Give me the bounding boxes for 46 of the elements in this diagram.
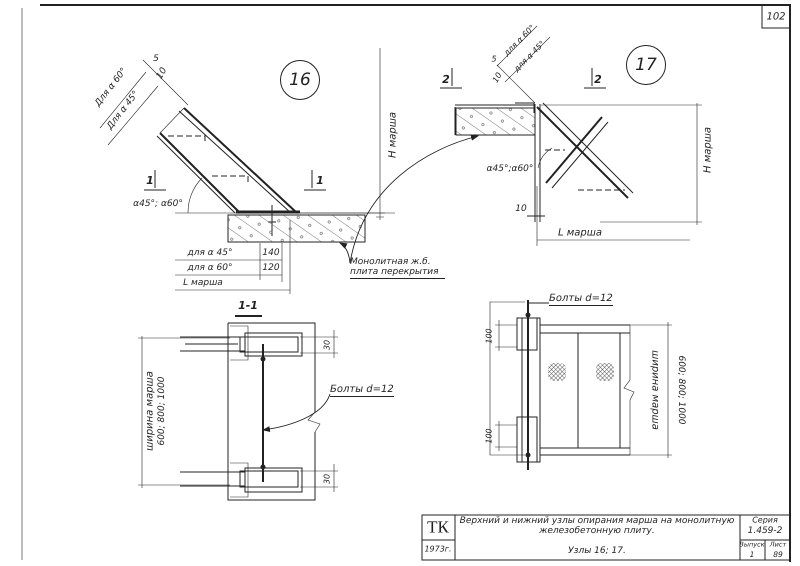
leader-line — [350, 135, 479, 264]
floor-slab — [228, 214, 366, 242]
dimension-label: для α 60° — [188, 264, 232, 274]
leader-line — [339, 242, 350, 264]
leader-line — [528, 302, 550, 304]
dimension-label: 10 — [156, 66, 170, 82]
dimension-label: 30 — [324, 474, 332, 484]
dimension-label: L марша — [558, 228, 602, 238]
dimension-label: 5 — [153, 55, 159, 65]
dimension-label: 100 — [486, 428, 494, 444]
section-mark: 1 — [146, 174, 154, 188]
dimension-label: ширина марша — [144, 371, 156, 451]
dimension-label: 600; 800; 1000 — [158, 376, 168, 446]
dimension-label: 30 — [324, 340, 332, 350]
callout-text: Монолитная ж.б. плита перекрытия — [350, 257, 445, 279]
dimension-label: H марша — [702, 127, 714, 173]
angle-label: α45°; α60° — [133, 200, 183, 210]
angle-label: α45°;α60° — [486, 165, 534, 175]
dimension-label: 10 — [515, 205, 527, 215]
detail-number-circle: 16 — [280, 60, 320, 100]
detail-number-circle: 17 — [626, 45, 666, 85]
dimension-label: ширина марша — [650, 350, 660, 430]
dimension-label: для α 45° — [188, 249, 232, 259]
section-mark: 2 — [442, 74, 450, 86]
dimension-label: 600; 800; 1000 — [675, 355, 685, 425]
view-title: 1-1 — [238, 300, 258, 312]
dimension-label: 120 — [262, 264, 280, 274]
page-number: 102 — [766, 12, 786, 22]
floor-slab — [456, 108, 536, 136]
section-mark: 1 — [316, 174, 324, 188]
dimension-label: 10 — [492, 71, 504, 85]
dimension-label: 100 — [486, 328, 494, 344]
dimension-label: 140 — [262, 249, 280, 259]
callout-text: Болты d=12 — [549, 293, 613, 306]
stamp-code: ТК — [427, 518, 449, 538]
dimension-label: H марша — [388, 112, 398, 158]
callout-text: Болты d=12 — [330, 384, 394, 396]
year-label: 1973г. — [424, 546, 452, 554]
sheet-title: Верхний и нижний узлы опирания марша на монолитную железобетонную плиту. — [458, 517, 736, 537]
dimension-label: 5 — [491, 56, 497, 64]
series-number: 1.459-2 — [748, 527, 782, 537]
section-mark: 2 — [594, 74, 602, 86]
series-label: Серия — [752, 516, 778, 526]
dimension-label: L марша — [183, 279, 223, 289]
sheet-title: Узлы 16; 17. — [568, 547, 626, 557]
leader-line — [262, 394, 330, 432]
